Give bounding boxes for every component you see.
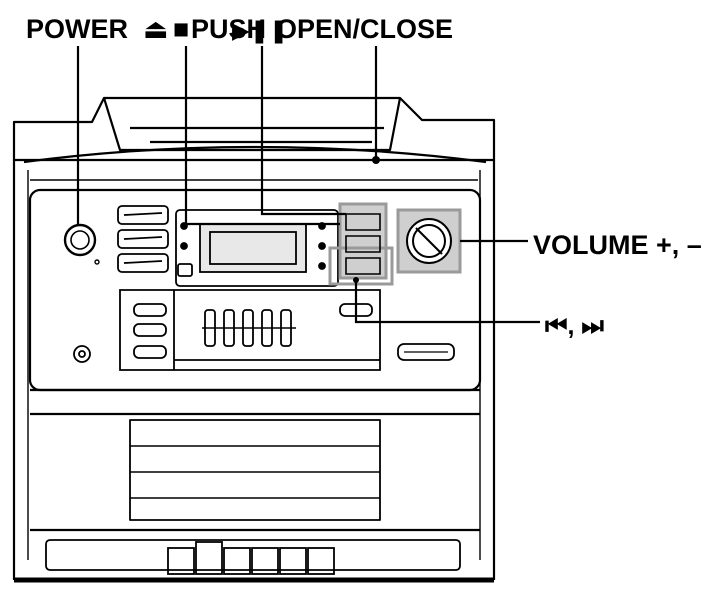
label-volume: VOLUME +, – [533,230,702,260]
label-skip-icon: ⏮, ⏭ [545,312,604,340]
cd-buttons [345,213,381,275]
callout-dots [353,156,380,283]
highlight-cd-buttons [338,202,388,280]
preset-buttons [117,205,169,273]
label-push: PUSH [191,14,266,44]
headphone-jack [73,345,91,363]
power-button [63,223,100,265]
base-buttons [167,541,335,575]
label-play-pause-icon: ▶❚❚ [232,17,288,44]
cd-control-panel [175,209,339,287]
label-power: POWER [26,14,128,44]
callout-lines [76,46,540,324]
highlight-skip-area [328,246,394,286]
boombox-body [12,96,496,583]
cassette-deck [119,289,455,371]
label-stop-icon: ■ [173,14,189,44]
label-open-close: OPEN/CLOSE [276,14,453,44]
label-eject-icon: ⏏ [143,14,169,44]
volume-knob [406,218,452,264]
